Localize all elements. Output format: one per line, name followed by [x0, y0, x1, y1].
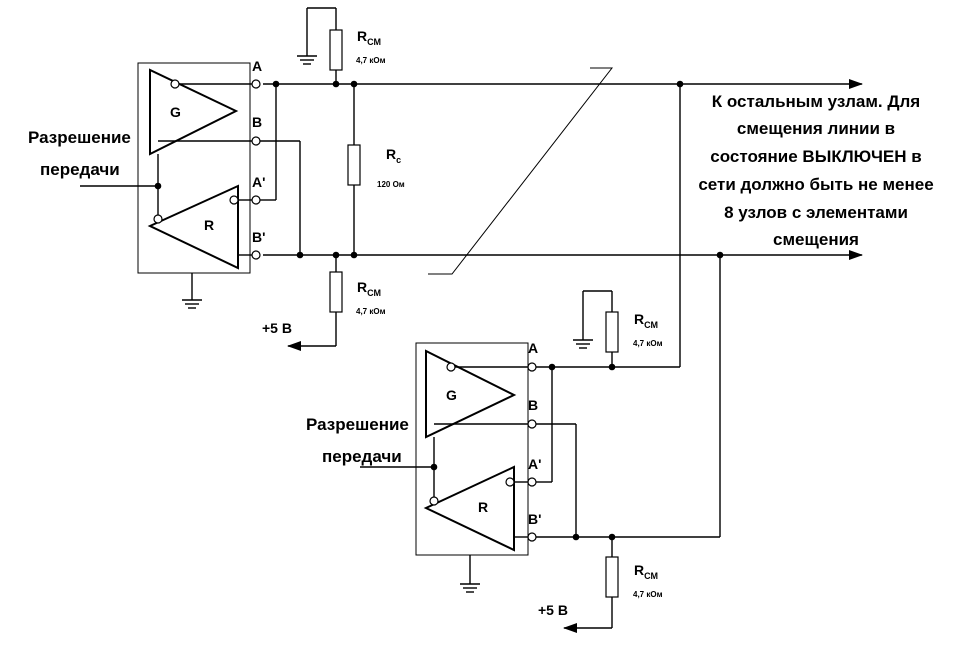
pin-a2-label: A'	[528, 456, 541, 472]
note-line-5: 8 узлов с элементами	[724, 203, 908, 222]
rcm-top-value: 4,7 кОм	[356, 56, 386, 65]
pin-a2	[251, 195, 261, 205]
receiver-out-bubble	[229, 195, 239, 205]
rcm-bottom-value: 4,7 кОм	[633, 590, 663, 599]
driver-label: G	[170, 104, 181, 120]
rcm-top-resistor	[605, 311, 619, 353]
node-2: G R Разрешение передачи A B A' B'	[306, 80, 724, 633]
pin-b2	[251, 250, 261, 260]
note-text: К остальным узлам. Для смещения линии в …	[698, 92, 933, 249]
receiver-triangle	[147, 184, 239, 270]
receiver-label: R	[478, 499, 488, 515]
rcm-top-value: 4,7 кОм	[633, 339, 663, 348]
enable-junction	[430, 463, 438, 471]
receiver-triangle	[423, 465, 515, 552]
enable-label-line2: передачи	[40, 160, 120, 179]
supply-label: +5 В	[538, 602, 568, 618]
cable-break-slash	[428, 67, 614, 275]
rcm-bottom-label: RСМ	[357, 279, 381, 298]
node-1: G R Разрешение передачи A B A' B'	[28, 7, 405, 351]
receiver-enable-bubble	[429, 496, 439, 506]
rc-label: Rc	[386, 146, 401, 165]
pin-b-label: B	[528, 397, 538, 413]
driver-triangle	[425, 349, 517, 439]
rcm-top-resistor	[329, 29, 343, 71]
note-line-3: состояние ВЫКЛЮЧЕН в	[710, 147, 921, 166]
enable-junction	[154, 182, 162, 190]
rcm-bottom-label: RСМ	[634, 562, 658, 581]
receiver-label: R	[204, 217, 214, 233]
pin-b	[527, 419, 537, 429]
note-line-4: сети должно быть не менее	[698, 175, 933, 194]
pin-b2-label: B'	[252, 229, 265, 245]
pin-a-label: A	[252, 58, 262, 74]
driver-triangle	[149, 68, 239, 156]
rcm-bottom-resistor	[329, 271, 343, 313]
note-line-1: К остальным узлам. Для	[712, 92, 920, 111]
driver-out-a-bubble	[446, 362, 456, 372]
pin-a2-label: A'	[252, 174, 265, 190]
rcm-top-label: RСМ	[357, 28, 381, 47]
pin-a	[251, 79, 261, 89]
pin-a-label: A	[528, 340, 538, 356]
rcm-bottom-resistor	[605, 556, 619, 598]
pin-b2-label: B'	[528, 511, 541, 527]
pin-a2	[527, 477, 537, 487]
enable-label-line2: передачи	[322, 447, 402, 466]
enable-label-line1: Разрешение	[306, 415, 409, 434]
pin-b-label: B	[252, 114, 262, 130]
driver-out-a-bubble	[170, 79, 180, 89]
note-line-2: смещения линии в	[737, 119, 895, 138]
driver-label: G	[446, 387, 457, 403]
supply-label: +5 В	[262, 320, 292, 336]
note-line-6: смещения	[773, 230, 859, 249]
receiver-enable-bubble	[153, 214, 163, 224]
rc-termination-resistor	[347, 144, 361, 186]
rcm-top-label: RСМ	[634, 311, 658, 330]
enable-label-line1: Разрешение	[28, 128, 131, 147]
rc-value: 120 Ом	[377, 180, 405, 189]
receiver-out-bubble	[505, 477, 515, 487]
rcm-bottom-value: 4,7 кОм	[356, 307, 386, 316]
pin-b2	[527, 532, 537, 542]
pin-a	[527, 362, 537, 372]
pin-b	[251, 136, 261, 146]
